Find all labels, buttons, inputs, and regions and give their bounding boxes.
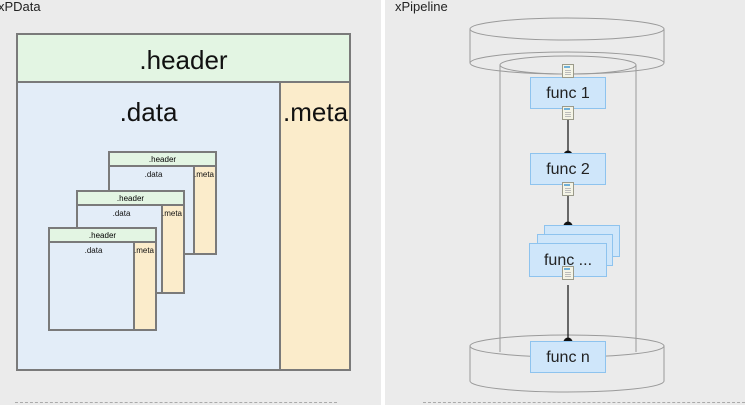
nested-data-label: .data: [144, 170, 163, 179]
func-2-box: func 2: [530, 153, 606, 185]
nested-header-box: .header: [48, 227, 157, 243]
nested-data-box: .data: [48, 241, 135, 331]
nested-meta-label: .meta: [162, 209, 183, 218]
header-label: .header: [139, 45, 228, 75]
nested-meta-box: .meta: [133, 241, 157, 331]
document-icon: [562, 266, 574, 280]
top-ring-upper-ellipse: [469, 17, 665, 41]
nested-meta-label: .meta: [194, 170, 215, 179]
dashed-divider: [423, 402, 745, 403]
nested-data-label: .data: [84, 246, 103, 255]
xpipeline-panel: xPipeline func 1 func 2: [385, 0, 745, 405]
func-1-box: func 1: [530, 77, 606, 109]
func-n-box: func n: [530, 341, 606, 373]
nested-header-box: .header: [76, 190, 185, 206]
pipeline-cylinders: [469, 17, 665, 393]
header-box: .header: [16, 33, 351, 83]
meta-box: .meta: [279, 81, 351, 371]
meta-label: .meta: [283, 97, 349, 127]
xpdata-title: xPData: [0, 0, 41, 14]
document-icon: [562, 64, 574, 78]
nested-header-label: .header: [116, 194, 145, 203]
xpipeline-title: xPipeline: [395, 0, 448, 14]
nested-header-box: .header: [108, 151, 217, 167]
dashed-divider: [15, 402, 337, 403]
nested-xpdata-item: .data .meta .header: [48, 227, 158, 333]
document-icon: [562, 182, 574, 196]
bottom-ring-lower-arc: [469, 346, 665, 393]
document-icon: [562, 106, 574, 120]
nested-data-label: .data: [112, 209, 131, 218]
data-label: .data: [119, 97, 178, 127]
nested-meta-label: .meta: [134, 246, 155, 255]
nested-header-label: .header: [88, 231, 117, 240]
panel-divider: [381, 0, 385, 405]
xpdata-panel: xPData .header .data .meta .data .meta .…: [0, 0, 351, 403]
nested-meta-box: .meta: [161, 204, 185, 294]
nested-meta-box: .meta: [193, 165, 217, 255]
nested-header-label: .header: [148, 155, 177, 164]
